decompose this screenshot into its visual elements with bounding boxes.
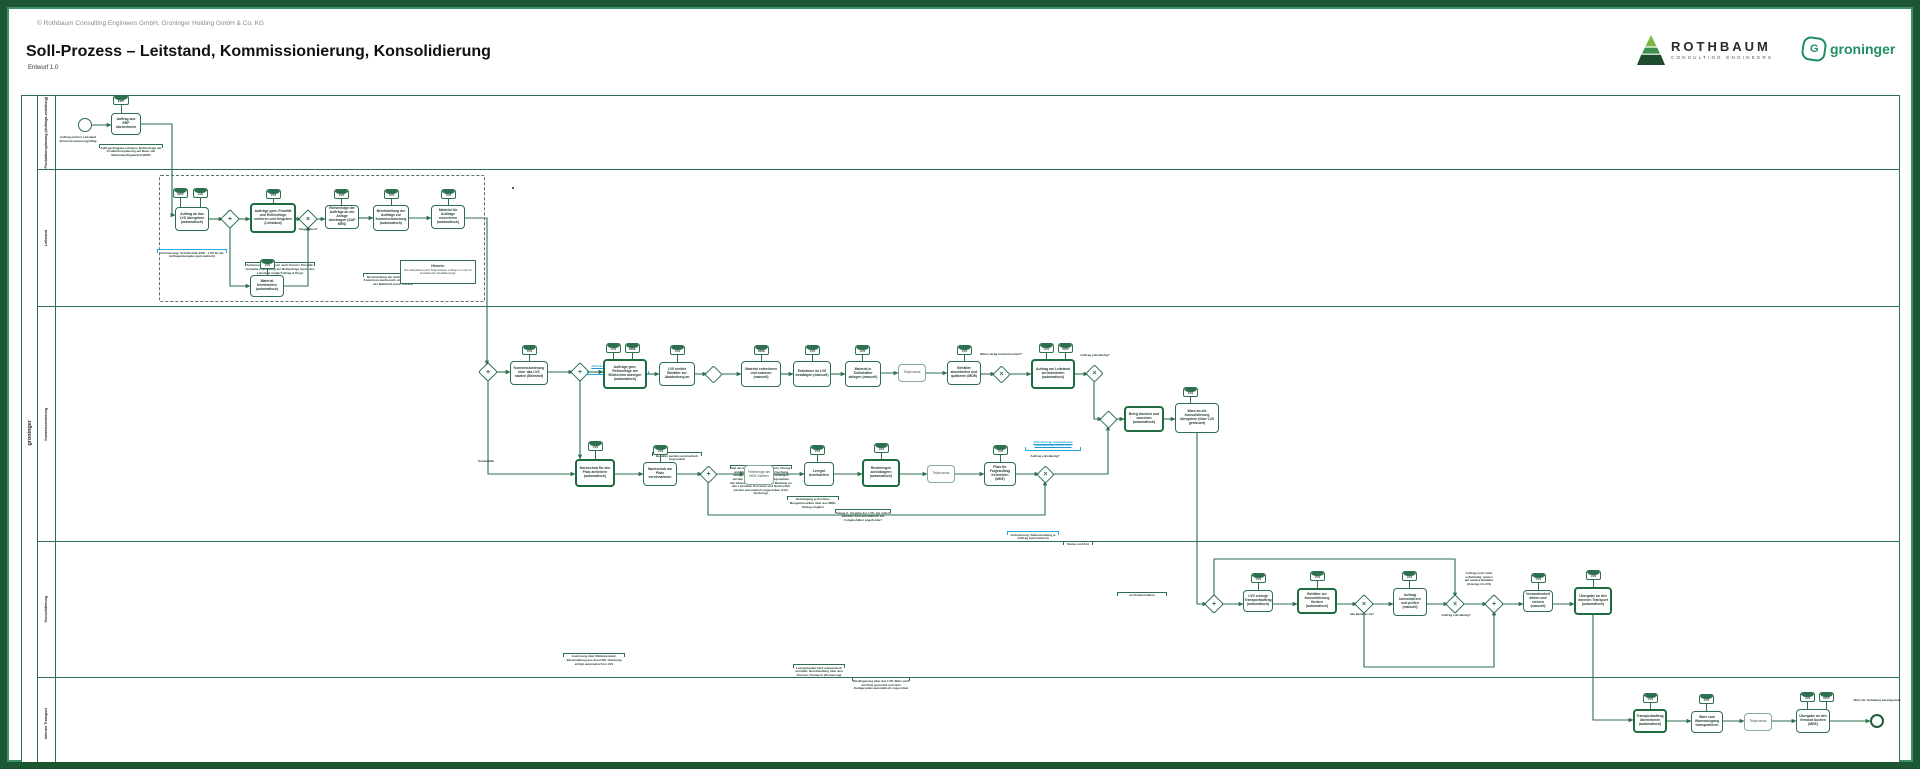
lane-3: Konsolidierung	[38, 541, 1899, 679]
sequence-flows	[92, 122, 1871, 724]
version-label: Entwurf 1.0	[28, 65, 59, 71]
lane-label-cell: Produktionsplanung (Auftrags-erstellung)	[38, 96, 56, 169]
flow-edge	[229, 226, 251, 289]
lane-1: Leitstand	[38, 169, 1899, 308]
flow-edge	[284, 225, 311, 287]
flow-edge	[1052, 425, 1111, 475]
flow-edge	[465, 217, 490, 366]
flow-edge	[1196, 433, 1208, 607]
groninger-name: groninger	[1830, 41, 1896, 57]
flow-edge	[1213, 558, 1458, 598]
flow-edge	[1093, 380, 1103, 422]
lane-label-cell: Interner Transport	[38, 678, 56, 762]
flow-edge	[707, 480, 1048, 516]
rothbaum-logo-text: ROTHBAUM CONSULTING ENGINEERS	[1671, 40, 1773, 60]
pool-label-cell: groninger	[22, 96, 38, 762]
flow-edge	[487, 379, 576, 477]
rothbaum-subtitle: CONSULTING ENGINEERS	[1671, 55, 1774, 60]
rothbaum-logo: ROTHBAUM CONSULTING ENGINEERS	[1637, 35, 1773, 65]
rothbaum-name: ROTHBAUM	[1671, 39, 1771, 54]
lane-label-cell: Konsolidierung	[38, 541, 56, 678]
flow-edge	[141, 123, 176, 218]
rothbaum-tree-icon	[1637, 35, 1665, 65]
lane-2: Kommissionierung	[38, 307, 1899, 542]
lane-0: Produktionsplanung (Auftrags-erstellung)	[38, 96, 1899, 170]
lane-label-cell: Kommissionierung	[38, 307, 56, 541]
copyright-text: © Rothbaum Consulting Engineers GmbH, Gr…	[37, 20, 264, 27]
lane-4: Interner Transport	[38, 678, 1899, 762]
lane-label-cell: Leitstand	[38, 169, 56, 307]
groninger-logo: G groninger	[1800, 35, 1896, 63]
flow-edge	[1592, 615, 1634, 723]
flow-edge	[1363, 610, 1497, 668]
swimlanes: Produktionsplanung (Auftrags-erstellung)…	[38, 96, 1899, 762]
page-title: Soll-Prozess – Leitstand, Kommissionieru…	[26, 43, 491, 60]
